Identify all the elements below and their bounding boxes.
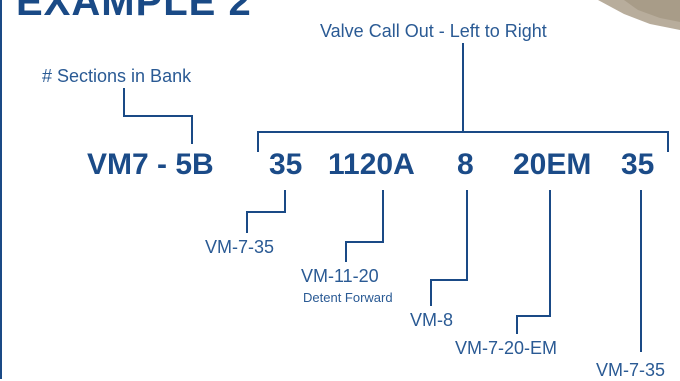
valve-label-2-note: Detent Forward [303,290,393,305]
page-heading: EXAMPLE 2 [16,0,252,24]
valve-leader-2 [345,190,384,262]
valve-code-5: 35 [621,148,655,181]
valve-label-1: VM-7-35 [205,237,275,257]
sections-connector [123,88,193,144]
photo-corner-image [598,0,680,30]
valve-leader-4 [516,190,551,334]
valve-leader-1 [246,190,286,233]
valve-code-3: 8 [457,148,474,181]
left-border [0,0,2,379]
valve-code-2: 1120A [328,148,415,181]
valve-label-4: VM-7-20-EM [455,338,558,358]
valve-label-2: VM-11-20 [301,266,379,286]
valve-code-4: 20EM [513,148,592,181]
valve-code-1: 35 [269,148,303,181]
valve-label-3: VM-8 [410,310,454,330]
valve-call-out-label: Valve Call Out - Left to Right [320,21,547,41]
valve-label-5: VM-7-35 [596,360,666,380]
bank-code: VM7 - 5B [87,148,214,181]
valve-leader-3 [430,190,468,306]
sections-in-bank-label: # Sections in Bank [42,66,192,86]
call-out-bracket [257,131,669,152]
